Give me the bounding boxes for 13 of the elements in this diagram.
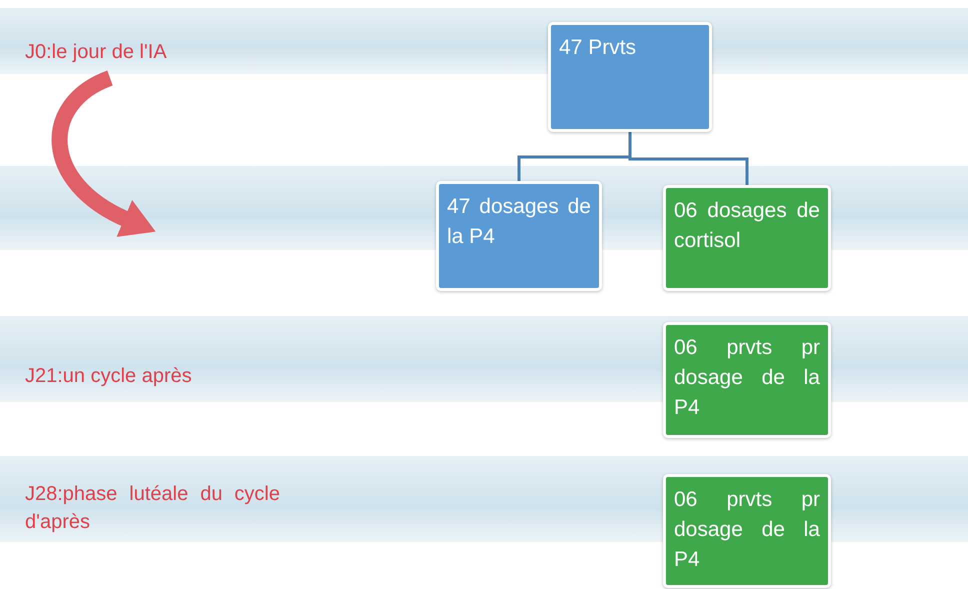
step-label: J21:un cycle après <box>25 362 285 394</box>
box-text: 47 Prvts <box>559 35 638 61</box>
process-box <box>436 181 602 291</box>
step-label: J28:phase lutéale du cycle d'après <box>25 480 280 540</box>
box-text: 06 prvts pr dosage de la P4 <box>674 487 820 573</box>
process-box <box>663 185 831 291</box>
box-text: 47 dosages de la P4 <box>447 194 591 250</box>
box-text: 06 prvts pr dosage de la P4 <box>674 335 820 421</box>
box-text: 06 dosages de cortisol <box>674 198 820 254</box>
step-label: J0:le jour de l'IA <box>25 38 255 70</box>
process-box <box>663 322 831 438</box>
process-box <box>548 22 712 132</box>
process-box <box>663 474 831 588</box>
